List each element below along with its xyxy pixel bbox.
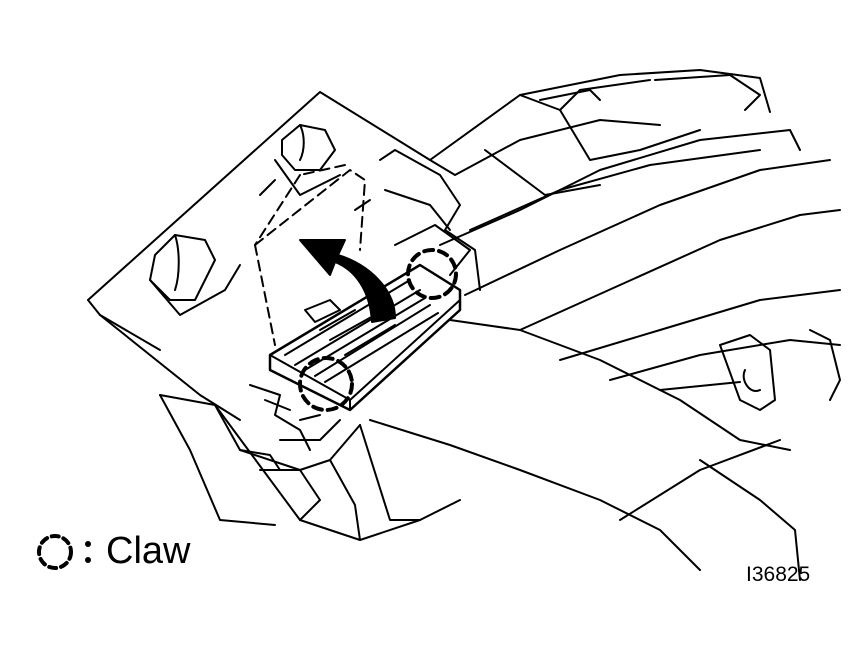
figure-id: I36825 (746, 563, 811, 586)
cover-panel (369, 319, 841, 581)
claw-marker-lower (298, 356, 354, 412)
claw-marker-upper (406, 248, 458, 300)
dashboard-panel (87, 69, 841, 421)
dashed-outline (254, 164, 366, 346)
legend-claw-symbol (37, 534, 73, 570)
legend-colon-dot-bottom (85, 557, 91, 563)
legend-label: Claw (106, 530, 191, 572)
lower-console (159, 394, 461, 541)
legend-colon-dot-top (85, 541, 91, 547)
mounting-tabs (149, 124, 341, 316)
removal-arrow (299, 239, 396, 323)
relay-block (249, 224, 471, 451)
claw-markers (298, 248, 458, 412)
